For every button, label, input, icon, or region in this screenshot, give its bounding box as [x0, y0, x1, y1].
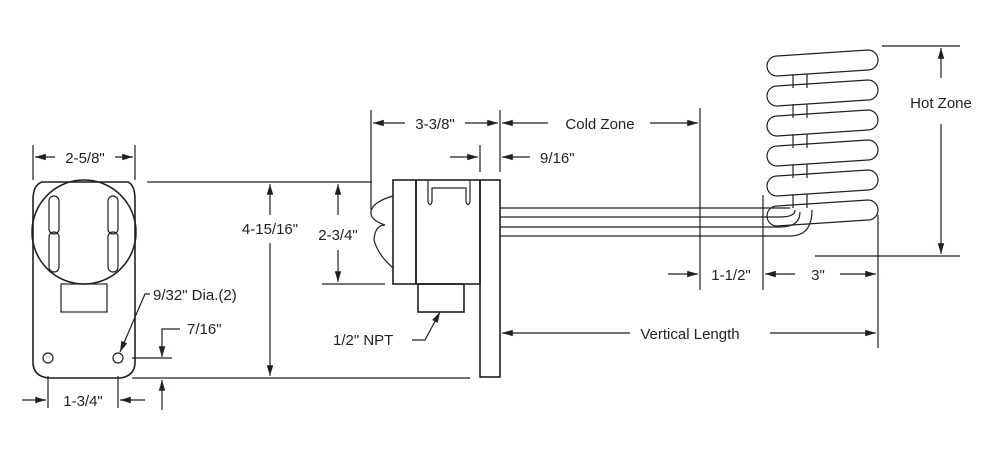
- coil: [766, 49, 879, 227]
- dim-hot-zone: Hot Zone: [815, 45, 972, 257]
- bracket-front-view: [31, 179, 137, 379]
- svg-text:Cold Zone: Cold Zone: [565, 116, 634, 133]
- svg-text:4-15/16": 4-15/16": [242, 221, 298, 238]
- svg-text:1-3/4": 1-3/4": [63, 393, 103, 410]
- mounting-hole-left: [42, 352, 54, 364]
- dim-coil-width: 3": [765, 215, 879, 348]
- coil-loop: [766, 139, 879, 167]
- svg-text:9/16": 9/16": [540, 150, 575, 167]
- dim-cold-zone: Cold Zone: [501, 108, 701, 290]
- svg-text:2-3/4": 2-3/4": [318, 227, 358, 244]
- svg-text:3-3/8": 3-3/8": [415, 116, 455, 133]
- dim-bracket-width: 2-5/8": [32, 145, 136, 180]
- dim-flange-offset: 9/16": [450, 145, 575, 172]
- mounting-flange: [479, 179, 501, 378]
- svg-text:9/32" Dia.(2): 9/32" Dia.(2): [153, 287, 237, 304]
- coil-loop: [766, 109, 879, 137]
- dim-head-depth: 3-3/8": [370, 110, 501, 210]
- svg-text:Hot Zone: Hot Zone: [910, 95, 972, 112]
- dim-bend-offset: 1-1/2": [668, 195, 764, 290]
- dim-head-height: 2-3/4": [318, 184, 385, 285]
- dim-hole-offset: 7/16": [132, 321, 470, 410]
- dim-hole-diameter: 9/32" Dia.(2): [119, 287, 237, 353]
- mounting-hole-right: [112, 352, 124, 364]
- dim-conduit: 1/2" NPT: [333, 311, 441, 349]
- svg-text:7/16": 7/16": [187, 321, 222, 338]
- dim-hole-spacing: 1-3/4": [22, 376, 145, 410]
- heater-head-side-view: [370, 179, 501, 378]
- svg-text:1/2" NPT: 1/2" NPT: [333, 332, 393, 349]
- dim-vertical-length: Vertical Length: [501, 326, 876, 343]
- svg-text:2-5/8": 2-5/8": [65, 150, 105, 167]
- svg-text:Vertical Length: Vertical Length: [640, 326, 739, 343]
- coil-loop: [766, 49, 879, 77]
- dim-overall-height: 4-15/16": [147, 181, 372, 376]
- coil-loop: [766, 199, 879, 227]
- heating-element: [500, 49, 879, 237]
- coil-loop: [766, 79, 879, 107]
- svg-text:1-1/2": 1-1/2": [711, 267, 751, 284]
- npt-fitting: [417, 283, 465, 313]
- coil-loop: [766, 169, 879, 197]
- svg-text:3": 3": [811, 267, 825, 284]
